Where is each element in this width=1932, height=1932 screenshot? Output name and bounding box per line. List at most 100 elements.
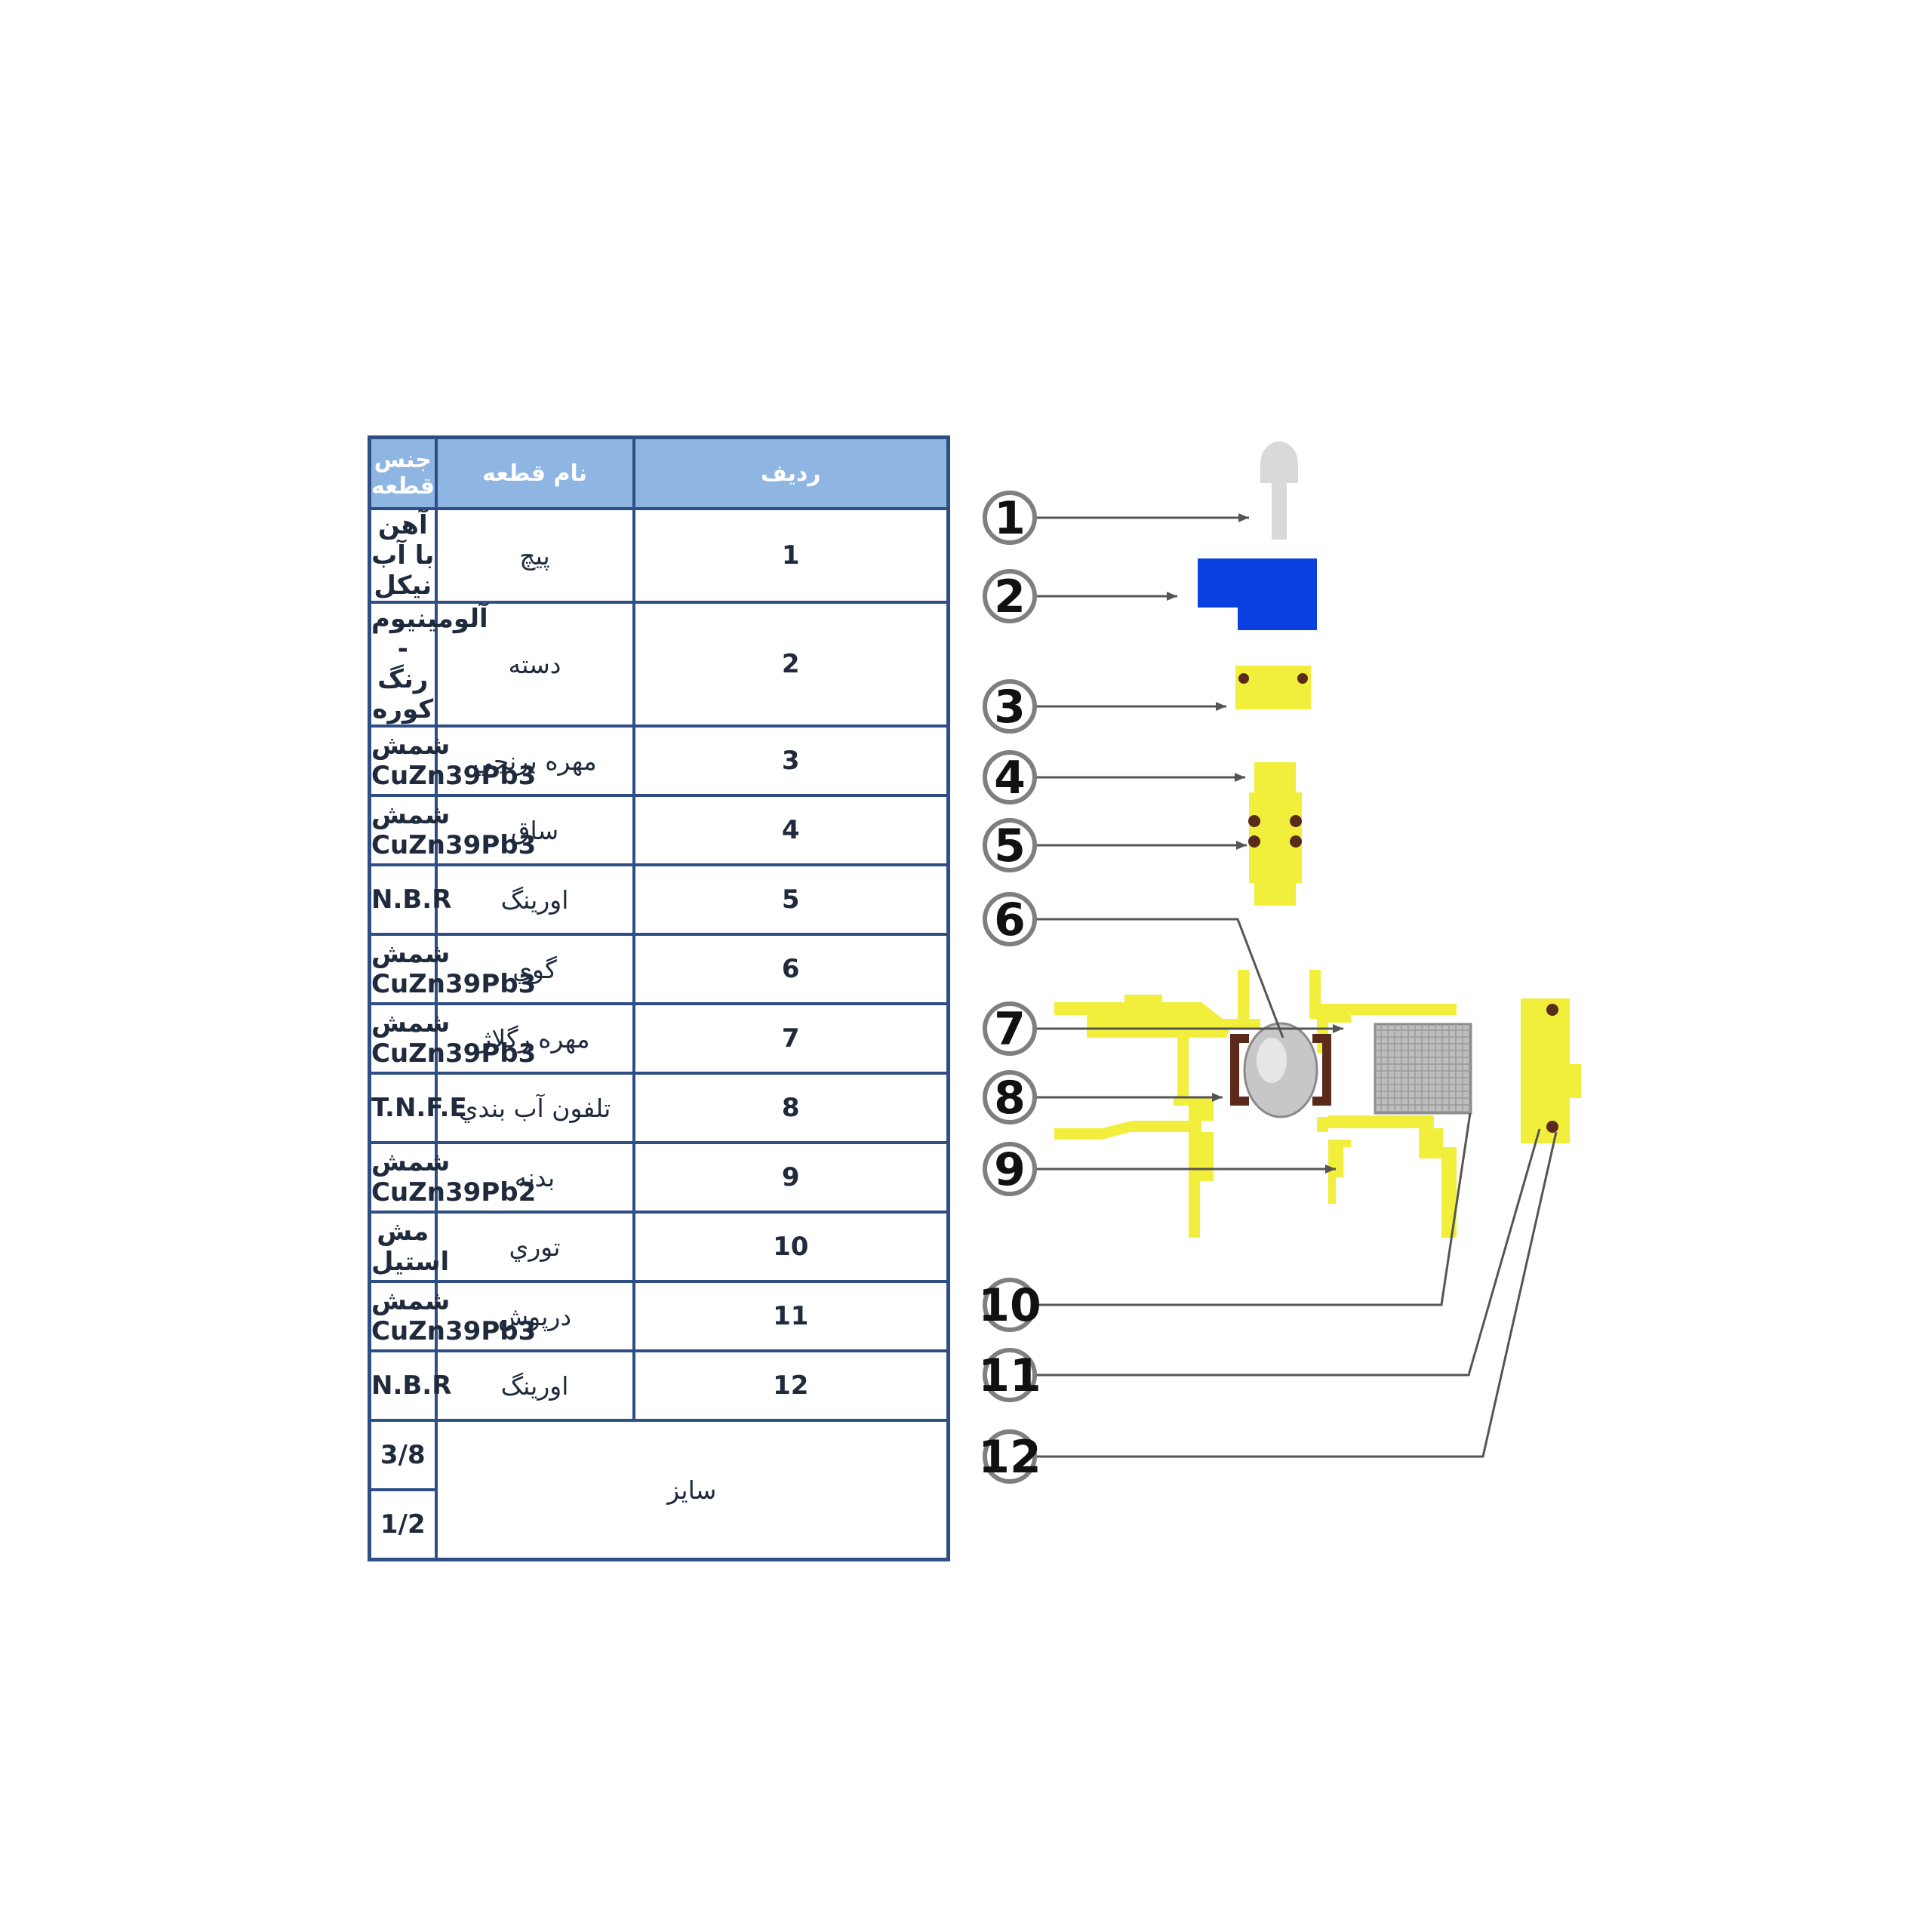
part-name-cell: گوي (434, 933, 635, 1005)
callout-number: 7 (994, 1003, 1026, 1056)
row-number-cell: 7 (632, 1002, 950, 1075)
callout-circle (983, 818, 1037, 872)
callout-circle (983, 491, 1037, 545)
brass-nut-part (1235, 666, 1311, 709)
body-outlet (1328, 1147, 1343, 1204)
callout-circle (983, 1348, 1037, 1402)
table-header-row: جنس قطعه نام قطعه رديف (368, 435, 950, 510)
body-right-lip (1328, 1115, 1434, 1128)
callout-circle (983, 1142, 1037, 1196)
material-cell: آلومينيوم - رنگ كوره (368, 601, 488, 728)
header-row-no: رديف (632, 435, 950, 510)
row-number-cell: 9 (632, 1141, 950, 1214)
callout-number: 5 (994, 820, 1026, 872)
leader-arrow (1236, 841, 1247, 850)
part-name-cell: اورينگ (434, 863, 635, 936)
seal-right-cap (1312, 1034, 1331, 1043)
callout-number: 4 (994, 752, 1026, 804)
stem-part (1254, 762, 1296, 906)
o-ring-dot (1248, 815, 1260, 827)
header-material: جنس قطعه (368, 435, 438, 510)
part-name-cell: توري (434, 1211, 635, 1283)
row-number-cell: 10 (632, 1211, 950, 1283)
part-name-cell: بدنه (434, 1141, 635, 1214)
callout-number: 3 (994, 681, 1026, 734)
row-number-cell: 2 (632, 601, 950, 728)
callout-circle (983, 892, 1037, 946)
material-cell: N.B.R (368, 1349, 451, 1422)
part-name-cell: تلفون آب بندي (434, 1072, 635, 1144)
row-number-cell: 1 (632, 507, 950, 604)
part-name-cell: ساق (434, 794, 635, 866)
leader-arrow (1325, 1164, 1336, 1174)
callout-number: 1 (994, 492, 1026, 545)
row-number-cell: 4 (632, 794, 950, 866)
material-cell: N.B.R (368, 863, 451, 936)
callout-number: 11 (978, 1349, 1041, 1402)
callout-number: 10 (978, 1279, 1041, 1332)
body-left-part (1054, 970, 1260, 1177)
material-cell: شمش CuZn39Pb3 (368, 933, 536, 1005)
size-label-cell: سايز (434, 1419, 950, 1561)
row-number-cell: 11 (632, 1280, 950, 1352)
callout-circle (983, 1070, 1037, 1124)
ball-highlight (1257, 1038, 1287, 1083)
part-name-cell: دسته (434, 601, 635, 728)
body-right-part (1309, 970, 1457, 1147)
material-cell: T.N.F.E (368, 1072, 467, 1144)
callout-circle (983, 679, 1037, 734)
o-ring-dot (1290, 835, 1302, 848)
part-name-cell: درپوش (434, 1280, 635, 1352)
handle-part (1198, 558, 1317, 630)
header-part-name: نام قطعه (434, 435, 635, 510)
leader-arrow (1212, 1093, 1223, 1102)
part-name-cell: مهره برنجي (434, 724, 635, 797)
o-ring-dot (1248, 835, 1260, 848)
part-name-cell: مهره رگلاژ (434, 1002, 635, 1075)
leader-line (1034, 918, 1284, 1038)
body-lower-left (1189, 1132, 1214, 1238)
seal-left-cap (1230, 1034, 1249, 1043)
callout-number: 8 (994, 1072, 1026, 1124)
callout-number: 2 (994, 571, 1026, 623)
material-cell: شمش CuZn39Pb3 (368, 1002, 536, 1075)
callout-circle (983, 750, 1037, 804)
row-number-cell: 6 (632, 933, 950, 1005)
leader-arrow (1235, 773, 1245, 782)
mesh-part (1374, 1023, 1472, 1115)
stem-collar (1249, 792, 1302, 883)
o-ring-dot (1290, 815, 1302, 827)
callout-circle (983, 569, 1037, 623)
callout-number: 9 (994, 1143, 1026, 1196)
part-name-cell: پيچ (434, 507, 635, 604)
cap-o-ring (1546, 1121, 1558, 1133)
cap-part (1521, 998, 1581, 1143)
material-cell: آهن با آب نيكل (368, 507, 438, 604)
material-cell: شمش CuZn39Pb3 (368, 1280, 536, 1352)
callout-number: 6 (994, 894, 1026, 946)
leader-arrow (1333, 1024, 1343, 1033)
leader-line (1034, 1131, 1558, 1458)
part-name-cell: اورينگ (434, 1349, 635, 1422)
size-value-cell: 3/8 (368, 1419, 438, 1491)
body-lower-right (1419, 1128, 1457, 1238)
row-number-cell: 5 (632, 863, 950, 936)
callout-circle (983, 1001, 1037, 1056)
seal-right-base (1312, 1097, 1331, 1106)
cap-o-ring (1546, 1004, 1558, 1016)
leader-arrow (1167, 592, 1177, 601)
size-row: 1/2 (368, 1488, 949, 1561)
callout-circle (983, 1429, 1037, 1484)
